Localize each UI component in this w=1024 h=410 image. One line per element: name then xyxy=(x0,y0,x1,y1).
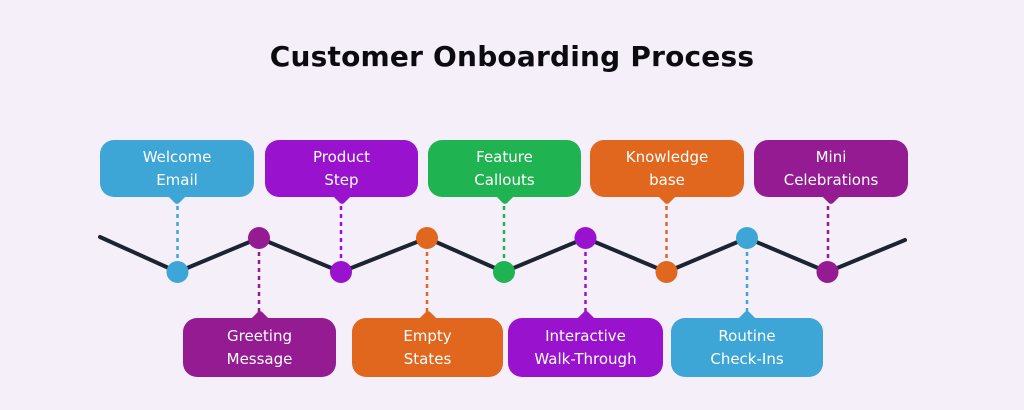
callout-label: Routine Check-Ins xyxy=(710,327,784,368)
callout-label: Welcome Email xyxy=(142,148,212,189)
dot-empty-states xyxy=(416,227,438,249)
callout-label: Empty States xyxy=(403,327,452,368)
callout-label: Interactive Walk-Through xyxy=(534,327,637,368)
dot-interactive-walkthrough xyxy=(574,227,597,249)
page-title: Customer Onboarding Process xyxy=(269,40,755,73)
dot-feature-callouts xyxy=(493,261,515,283)
callout-product-step: Product Step xyxy=(265,140,418,206)
dot-product-step xyxy=(330,261,352,283)
callout-welcome-email: Welcome Email xyxy=(100,140,254,206)
callout-label: Mini Celebrations xyxy=(783,148,879,189)
callout-label: Knowledge base xyxy=(625,148,709,189)
callout-greeting-message: Greeting Message xyxy=(183,309,336,377)
callout-mini-celebrations: Mini Celebrations xyxy=(754,140,908,206)
callout-empty-states: Empty States xyxy=(352,309,503,377)
dot-welcome-email xyxy=(166,261,189,283)
dot-greeting-message xyxy=(248,227,270,249)
callout-interactive-walkthrough: Interactive Walk-Through xyxy=(508,309,663,377)
callout-label: Product Step xyxy=(313,148,370,189)
dot-knowledge-base xyxy=(655,261,678,283)
dot-mini-celebrations xyxy=(816,261,839,283)
callout-routine-checkins: Routine Check-Ins xyxy=(671,309,823,377)
callout-feature-callouts: Feature Callouts xyxy=(428,140,581,206)
callout-knowledge-base: Knowledge base xyxy=(590,140,744,206)
dot-routine-checkins xyxy=(736,227,758,249)
callout-label: Greeting Message xyxy=(226,327,293,368)
callout-label: Feature Callouts xyxy=(474,148,535,189)
